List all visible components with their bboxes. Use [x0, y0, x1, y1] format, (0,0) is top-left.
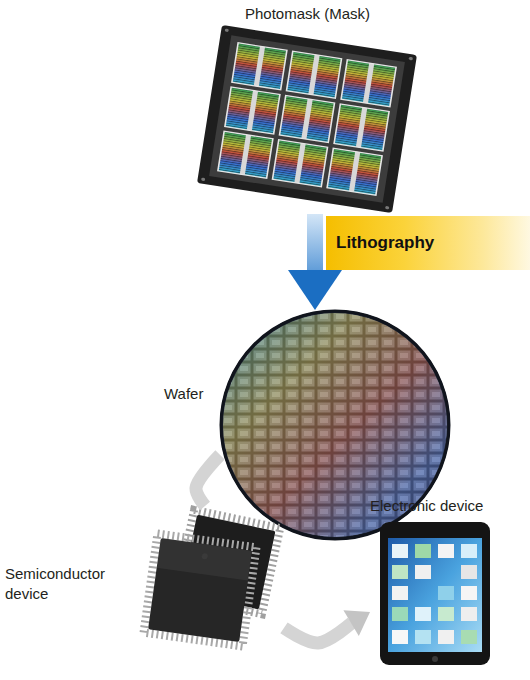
app-tile [392, 544, 408, 558]
mask-pattern [280, 96, 335, 143]
app-tile [392, 586, 408, 600]
mask-screw [409, 57, 413, 61]
phone-button [432, 656, 438, 662]
app-tile [415, 607, 431, 621]
app-tile [461, 586, 477, 600]
flow-arrow [284, 610, 370, 643]
mask-frame [197, 25, 417, 213]
process-band: Lithography [326, 216, 530, 270]
mask-plate [209, 35, 405, 202]
mask-pattern [341, 60, 396, 107]
app-tile [461, 565, 477, 579]
connector-shaft [307, 214, 323, 271]
app-tile [438, 544, 454, 558]
mask-pattern [287, 51, 342, 98]
phone-illustration [380, 522, 490, 665]
app-tile [438, 607, 454, 621]
phone-screen [388, 538, 482, 652]
part-label: Electronic device [370, 496, 492, 516]
app-tile [461, 630, 477, 644]
chip-pins [144, 534, 257, 647]
arrow-head [343, 610, 370, 636]
semiconductor-node: Semiconductor device [138, 506, 284, 648]
part-label: Semiconductor device [5, 564, 130, 603]
mask-pattern [327, 148, 382, 195]
app-tile [392, 607, 408, 621]
chip-dot [201, 553, 208, 560]
app-tile [415, 630, 431, 644]
chip-body [148, 538, 252, 642]
phone-body [380, 522, 490, 665]
mask-screw [201, 178, 205, 182]
mask-pattern [273, 140, 328, 187]
photomask-node: Photomask (Mask) [190, 0, 425, 214]
app-tile [415, 544, 431, 558]
mask-pattern [232, 43, 287, 90]
app-tile [392, 630, 408, 644]
app-tile [392, 565, 408, 579]
part-label: Photomask (Mask) [190, 4, 425, 24]
mask-pattern [225, 87, 280, 134]
mask-pattern [218, 131, 273, 178]
app-tile [461, 544, 477, 558]
app-tile [438, 630, 454, 644]
connector-shaft [284, 623, 352, 643]
chip-highlight [157, 538, 252, 581]
connector-shaft [196, 455, 220, 506]
mask-screw [225, 28, 229, 32]
flow-arrow [196, 455, 220, 506]
process-label: Lithography [336, 232, 530, 254]
app-tile [415, 565, 431, 579]
arrow-head [288, 270, 342, 310]
chip-front [144, 534, 257, 647]
app-tile [438, 586, 454, 600]
device-node: Electronic device [370, 496, 492, 668]
mask-pattern [334, 104, 389, 151]
mask-screw [385, 206, 389, 210]
photomask-illustration [197, 25, 417, 213]
app-tile [461, 607, 477, 621]
part-label: Wafer [164, 384, 394, 404]
